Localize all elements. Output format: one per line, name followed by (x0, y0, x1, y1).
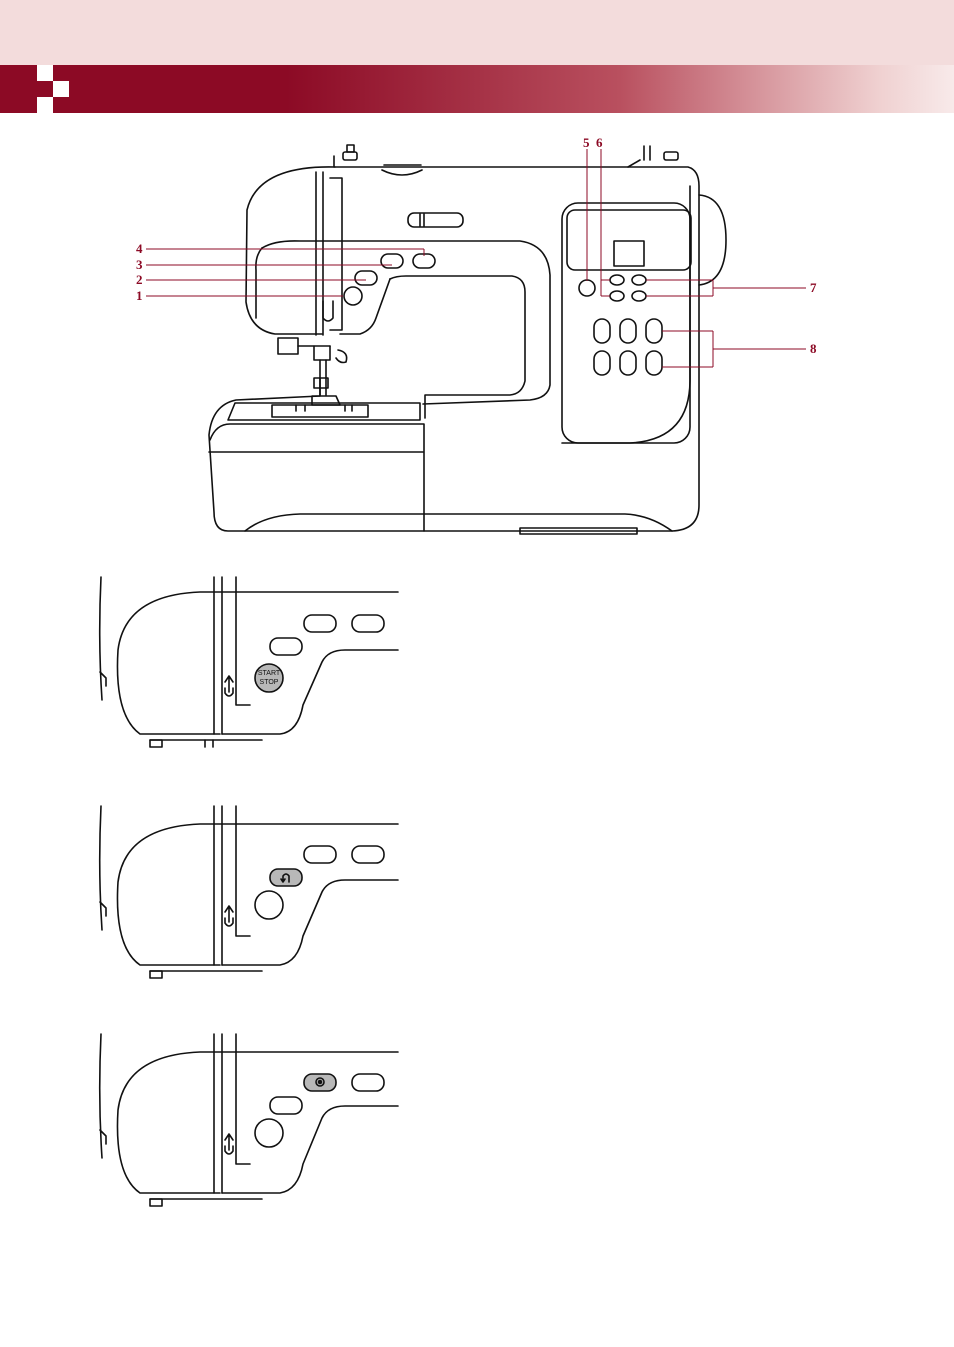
detail-needle-position (0, 0, 954, 1347)
